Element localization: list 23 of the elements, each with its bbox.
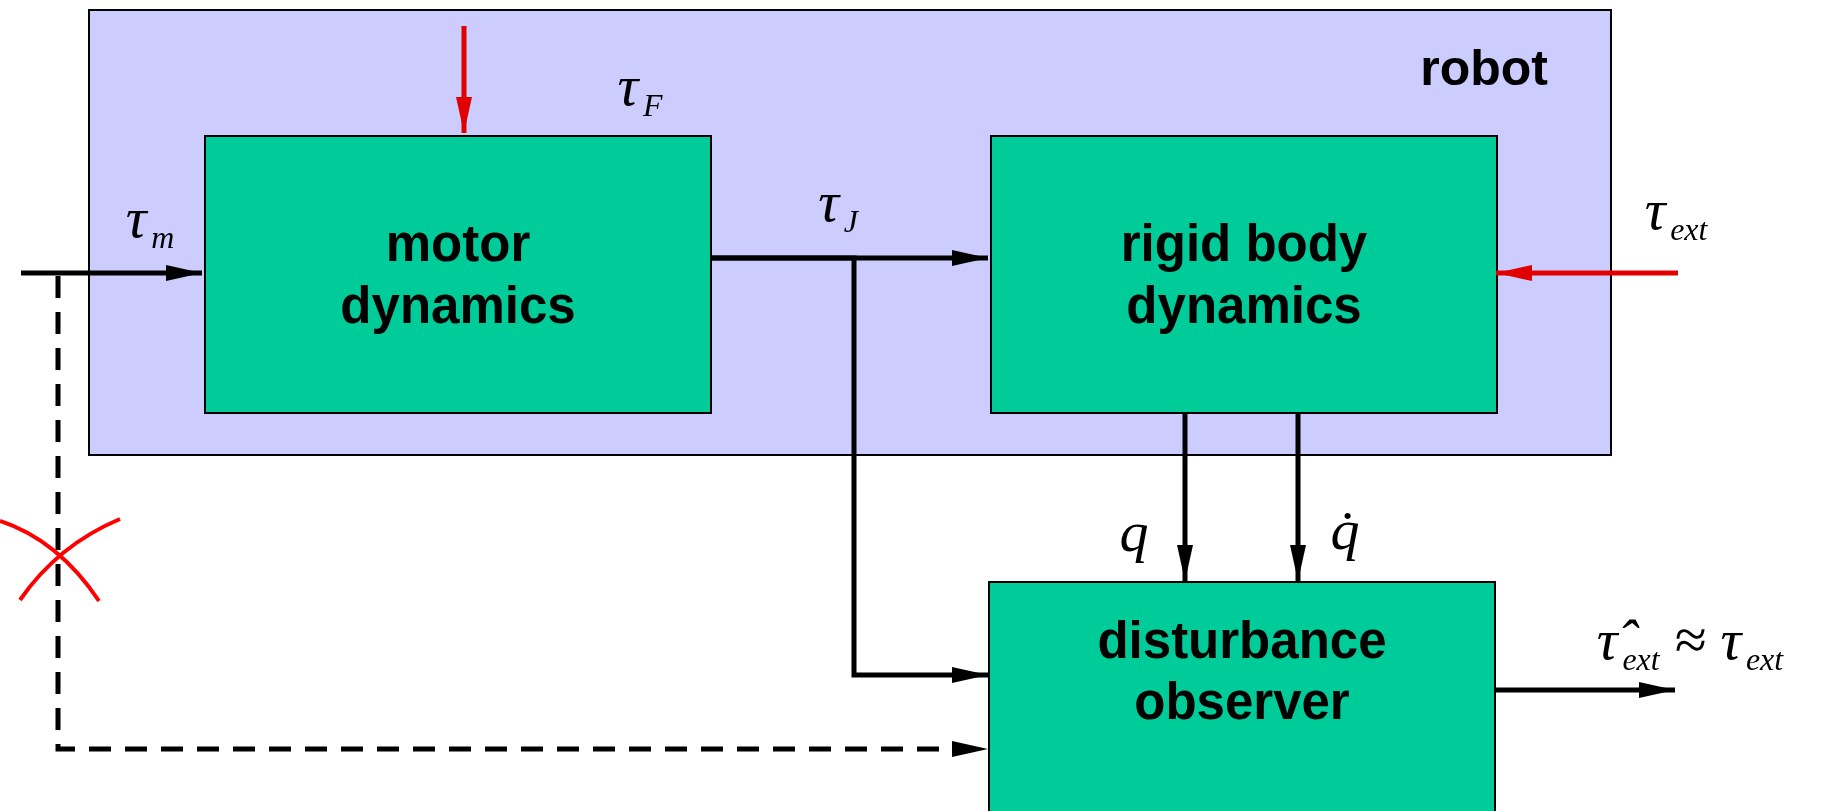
process-box (990, 135, 1498, 414)
arrow (21, 265, 202, 281)
edge-label: q̇ (1330, 501, 1360, 559)
edge-label: q (1119, 503, 1149, 561)
arrow (1177, 412, 1193, 581)
arrow (1496, 682, 1675, 698)
group-title: robot (1420, 39, 1548, 97)
box-label: motor dynamics (339, 214, 577, 336)
group-box (88, 9, 1612, 456)
dashed-arrow (55, 276, 988, 757)
edge-label: τ$_{ext}$ (1644, 181, 1708, 247)
edge-label: τ$_{m}$ (125, 189, 175, 255)
edge-label: τ$_{F}$ (617, 57, 663, 123)
box-label: rigid body dynamics (1119, 214, 1369, 336)
process-box (988, 581, 1496, 811)
process-box (204, 135, 712, 414)
arrow (456, 26, 472, 133)
box-label: disturbance observer (1096, 610, 1388, 732)
edge-label: τ̂$_{ext}$ ≈ τ$_{ext}$ (1596, 611, 1784, 677)
arrow (1290, 412, 1306, 581)
arrow (710, 255, 988, 683)
edge-label: τ$_{J}$ (818, 173, 858, 239)
arrow (1496, 265, 1678, 281)
